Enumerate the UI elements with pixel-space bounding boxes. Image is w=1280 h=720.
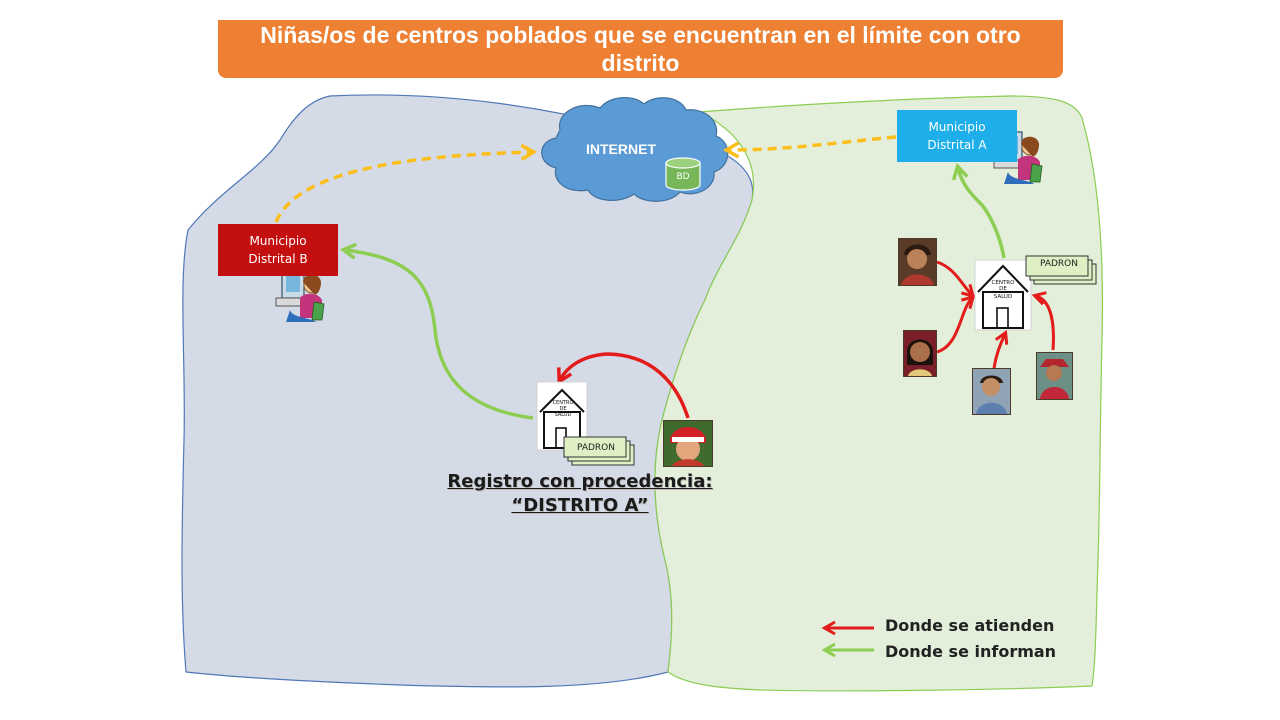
padron-b-label: PADRON: [577, 443, 615, 453]
arrow-atiende-child-4: [1031, 291, 1055, 351]
arrow-informa-centro-a: [951, 162, 1006, 259]
page-title: Niñas/os de centros poblados que se encu…: [260, 22, 1021, 76]
link-municipio-a-internet: [722, 135, 897, 159]
child-photo-b: [663, 420, 713, 467]
arrow-atiende-centro-b: [557, 352, 690, 419]
internet-label: INTERNET: [586, 141, 656, 157]
arrow-atiende-child-1: [936, 260, 976, 299]
health-center-a-sign-1: CENTRO: [992, 280, 1016, 286]
registro-line1: Registro con procedencia:: [447, 471, 713, 492]
arrow-atiende-child-2: [936, 294, 976, 354]
padron-a-label: PADRON: [1040, 259, 1078, 269]
health-center-a-icon: [974, 259, 1032, 331]
child-photo-a4: [1036, 352, 1073, 400]
municipio-b-line1: Municipio: [249, 234, 307, 248]
registro-caption: Registro con procedencia: “DISTRITO A”: [410, 470, 750, 518]
child-photo-a2: [903, 330, 937, 377]
child-photo-a3: [972, 368, 1011, 415]
child-photo-a1: [898, 238, 937, 286]
title-banner: Niñas/os de centros poblados que se encu…: [218, 20, 1063, 78]
municipio-a-line1: Municipio: [928, 120, 986, 134]
legend-red-label: Donde se atienden: [885, 616, 1055, 635]
municipio-a-box: Municipio Distrital A: [897, 110, 1017, 162]
health-center-b-sign-2: DE: [559, 406, 566, 412]
arrow-informa-centro-b: [339, 242, 534, 420]
health-center-a-sign-2: DE: [999, 286, 1007, 292]
district-a-region: [654, 95, 1104, 692]
municipio-b-line2: Distrital B: [248, 252, 308, 266]
database-label: BD: [676, 172, 689, 182]
database-icon: [665, 157, 701, 191]
municipio-a-line2: Distrital A: [927, 138, 987, 152]
padron-b-icon: [563, 436, 635, 466]
operator-b-icon: [275, 269, 325, 322]
health-center-b-sign-3: SALUD: [555, 412, 572, 418]
health-center-a-sign-3: SALUD: [994, 294, 1012, 300]
padron-a-icon: [1025, 255, 1097, 285]
registro-line2: “DISTRITO A”: [511, 495, 649, 516]
arrow-atiende-child-3: [992, 329, 1009, 369]
municipio-b-box: Municipio Distrital B: [218, 224, 338, 276]
legend-green-label: Donde se informan: [885, 642, 1057, 661]
health-center-b-sign-1: CENTRO: [553, 400, 574, 406]
